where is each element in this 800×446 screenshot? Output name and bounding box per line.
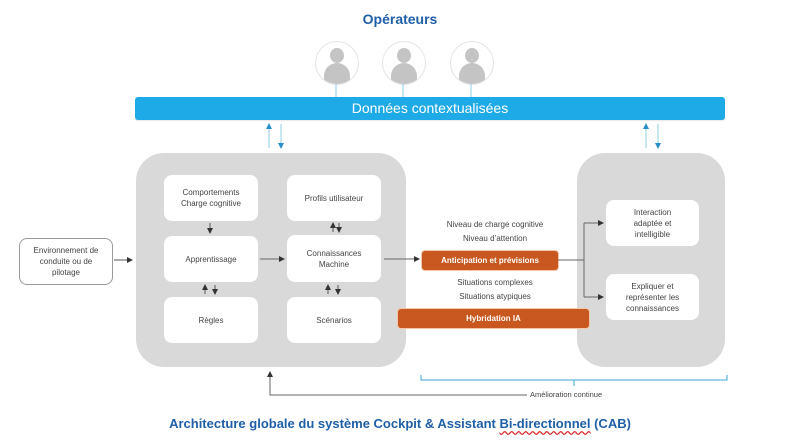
hybridation-box: Hybridation IA (398, 309, 589, 328)
user-avatar-icon (450, 41, 494, 85)
avatar-body (459, 63, 485, 84)
explain-box: Expliquer et représenter les connaissanc… (606, 274, 699, 320)
contextual-data-bar: Données contextualisées (135, 97, 725, 120)
avatar-body (391, 63, 417, 84)
caption-suffix: (CAB) (590, 416, 631, 431)
avatar-head (397, 48, 411, 63)
user-avatar-icon (315, 41, 359, 85)
behaviour-box: Comportements Charge cognitive (164, 175, 258, 221)
scenarios-box: Scénarios (287, 297, 381, 343)
avatar-body (324, 63, 350, 84)
avatar-head (330, 48, 344, 63)
cognitive-attention-labels: Niveau de charge cognitive Niveau d’atte… (446, 220, 544, 243)
user-avatar-icon (382, 41, 426, 85)
rules-box: Règles (164, 297, 258, 343)
right-panel (577, 153, 725, 367)
improvement-label: Amélioration continue (530, 390, 603, 399)
feedback-arrow (267, 371, 527, 396)
figure-caption: Architecture globale du système Cockpit … (0, 416, 800, 431)
improvement-bracket (420, 375, 728, 381)
anticipation-box: Anticipation et prévisions (422, 251, 558, 270)
caption-underlined: Bi-directionnel (499, 416, 591, 431)
environment-box: Environnement de conduite ou de pilotage (19, 238, 113, 285)
profiles-box: Profils utilisateur (287, 175, 381, 221)
avatar-head (465, 48, 479, 63)
situations-labels: Situations complexes Situations atypique… (457, 278, 533, 301)
operators-title: Opérateurs (362, 11, 438, 27)
knowledge-box: Connaissances Machine (287, 235, 381, 282)
caption-prefix: Architecture globale du système Cockpit … (169, 416, 500, 431)
learning-box: Apprentissage (164, 236, 258, 282)
interaction-box: Interaction adaptée et intelligible (606, 200, 699, 246)
